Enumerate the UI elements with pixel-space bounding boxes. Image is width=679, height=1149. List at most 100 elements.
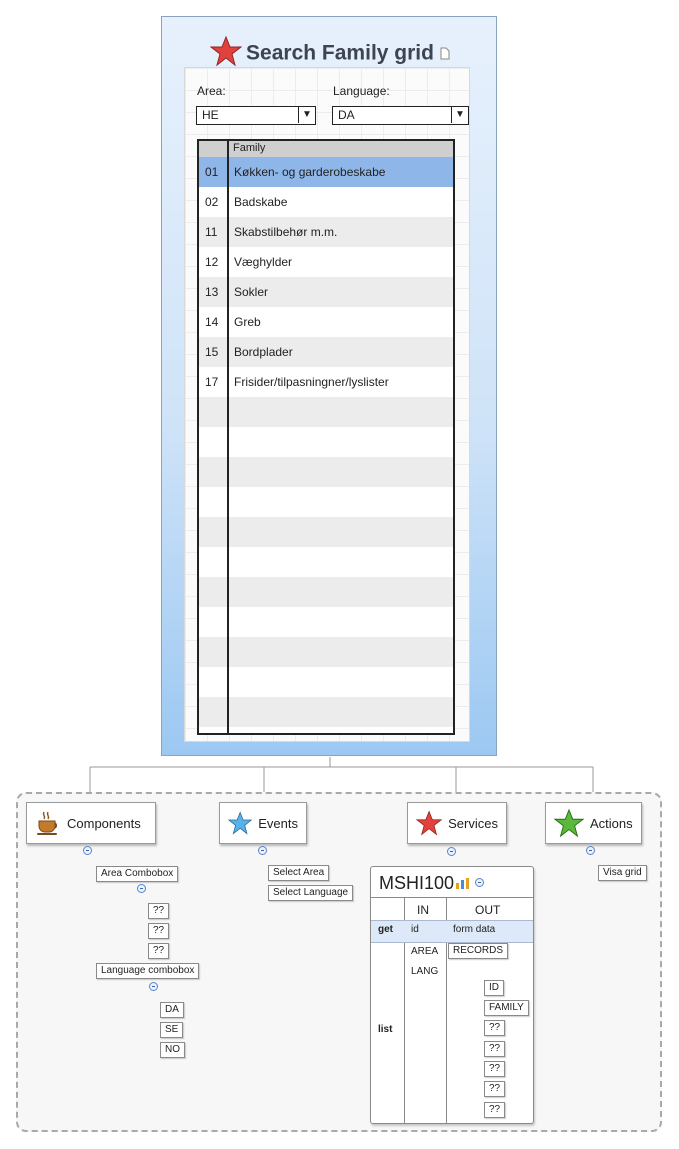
empty-table-row[interactable] xyxy=(199,607,453,637)
in-field: id xyxy=(411,924,419,935)
empty-table-row[interactable] xyxy=(199,697,453,727)
mockup-title: Search Family grid xyxy=(246,41,434,65)
in-field: LANG xyxy=(411,966,439,977)
row-number: 11 xyxy=(205,225,218,239)
events-node[interactable]: Events xyxy=(219,802,307,844)
services-label: Services xyxy=(448,815,498,831)
collapse-icon[interactable] xyxy=(475,878,484,887)
area-option-node[interactable]: ?? xyxy=(148,923,170,939)
table-row[interactable]: 12 Væghylder xyxy=(199,247,453,277)
out-column-header: OUT xyxy=(475,903,501,917)
empty-table-row[interactable] xyxy=(199,547,453,577)
empty-table-row[interactable] xyxy=(199,427,453,457)
scroll-down-icon[interactable]: ▼ xyxy=(454,721,455,733)
record-field-node[interactable]: ?? xyxy=(484,1102,506,1118)
grid-header-family: Family xyxy=(233,142,266,154)
table-row[interactable]: 14 Greb xyxy=(199,307,453,337)
row-family: Sokler xyxy=(234,285,269,299)
list-method[interactable]: list xyxy=(378,1024,393,1035)
components-node[interactable]: Components xyxy=(26,802,156,844)
empty-table-row[interactable] xyxy=(199,637,453,667)
area-combobox-value: HE xyxy=(202,108,219,122)
area-combobox[interactable]: HE ▼ xyxy=(196,106,316,125)
language-combobox-node[interactable]: Language combobox xyxy=(96,963,200,979)
select-language-event[interactable]: Select Language xyxy=(268,885,354,901)
mockup-window: Search Family grid Area: Language: HE ▼ … xyxy=(161,16,497,756)
collapse-icon[interactable] xyxy=(137,884,146,893)
components-label: Components xyxy=(67,815,141,831)
chart-icon xyxy=(456,878,469,889)
events-label: Events xyxy=(258,815,298,831)
row-family: Badskabe xyxy=(234,195,288,209)
grid-header: Family xyxy=(199,141,453,158)
grid-scrollbar[interactable]: ▲ ▼ xyxy=(453,157,455,733)
chevron-down-icon[interactable]: ▼ xyxy=(298,107,315,123)
in-column-header: IN xyxy=(417,903,429,917)
scroll-up-icon[interactable]: ▲ xyxy=(454,157,455,169)
chevron-down-icon[interactable]: ▼ xyxy=(451,107,468,123)
coffee-cup-icon xyxy=(37,811,57,835)
language-combobox-value: DA xyxy=(338,108,355,122)
services-node[interactable]: Services xyxy=(407,802,507,844)
area-option-node[interactable]: ?? xyxy=(148,903,170,919)
language-option-node[interactable]: SE xyxy=(160,1022,184,1038)
record-field-node[interactable]: ?? xyxy=(484,1020,506,1036)
collapse-icon[interactable] xyxy=(258,846,267,855)
get-method[interactable]: get xyxy=(378,924,393,935)
language-label: Language: xyxy=(333,84,390,98)
row-family: Skabstilbehør m.m. xyxy=(234,225,338,239)
visa-grid-action[interactable]: Visa grid xyxy=(598,865,647,881)
divider xyxy=(446,897,447,1123)
record-field-node[interactable]: ID xyxy=(484,980,504,996)
empty-table-row[interactable] xyxy=(199,487,453,517)
row-family: Væghylder xyxy=(234,255,293,269)
area-combobox-node[interactable]: Area Combobox xyxy=(96,866,179,882)
language-option-node[interactable]: NO xyxy=(160,1042,185,1058)
table-row[interactable]: 13 Sokler xyxy=(199,277,453,307)
get-row-highlight xyxy=(371,920,533,943)
actions-node[interactable]: Actions xyxy=(545,802,642,844)
record-field-node[interactable]: ?? xyxy=(484,1081,506,1097)
model-frame xyxy=(16,792,662,1132)
collapse-icon[interactable] xyxy=(149,982,158,991)
language-combobox[interactable]: DA ▼ xyxy=(332,106,469,125)
row-number: 17 xyxy=(205,375,219,389)
red-star-icon xyxy=(416,810,443,836)
collapse-icon[interactable] xyxy=(586,846,595,855)
in-field: AREA xyxy=(411,946,439,957)
row-number: 13 xyxy=(205,285,219,299)
empty-table-row[interactable] xyxy=(199,517,453,547)
row-number: 12 xyxy=(205,255,219,269)
out-form-data: form data xyxy=(453,924,496,935)
record-field-node[interactable]: ?? xyxy=(484,1061,506,1077)
document-icon[interactable] xyxy=(440,42,450,66)
row-number: 14 xyxy=(205,315,219,329)
mockup-title-bar: Search Family grid xyxy=(162,35,498,73)
service-table[interactable]: MSHI100 IN OUT get id form data AREA LAN… xyxy=(370,866,534,1124)
empty-table-row[interactable] xyxy=(199,667,453,697)
service-name: MSHI100 xyxy=(379,873,455,893)
area-option-node[interactable]: ?? xyxy=(148,943,170,959)
empty-table-row[interactable] xyxy=(199,457,453,487)
record-field-node[interactable]: ?? xyxy=(484,1041,506,1057)
collapse-icon[interactable] xyxy=(83,846,92,855)
record-field-node[interactable]: FAMILY xyxy=(484,1000,529,1016)
select-area-event[interactable]: Select Area xyxy=(268,865,330,881)
row-family: Greb xyxy=(234,315,261,329)
table-row[interactable]: 11 Skabstilbehør m.m. xyxy=(199,217,453,247)
empty-table-row[interactable] xyxy=(199,397,453,427)
green-star-icon xyxy=(554,808,584,838)
row-number: 01 xyxy=(205,165,219,179)
collapse-icon[interactable] xyxy=(447,847,456,856)
language-option-node[interactable]: DA xyxy=(160,1002,184,1018)
empty-table-row[interactable] xyxy=(199,577,453,607)
records-node[interactable]: RECORDS xyxy=(448,943,509,959)
grid-divider xyxy=(227,141,229,733)
blue-star-icon xyxy=(228,811,253,835)
row-family: Bordplader xyxy=(234,345,293,359)
